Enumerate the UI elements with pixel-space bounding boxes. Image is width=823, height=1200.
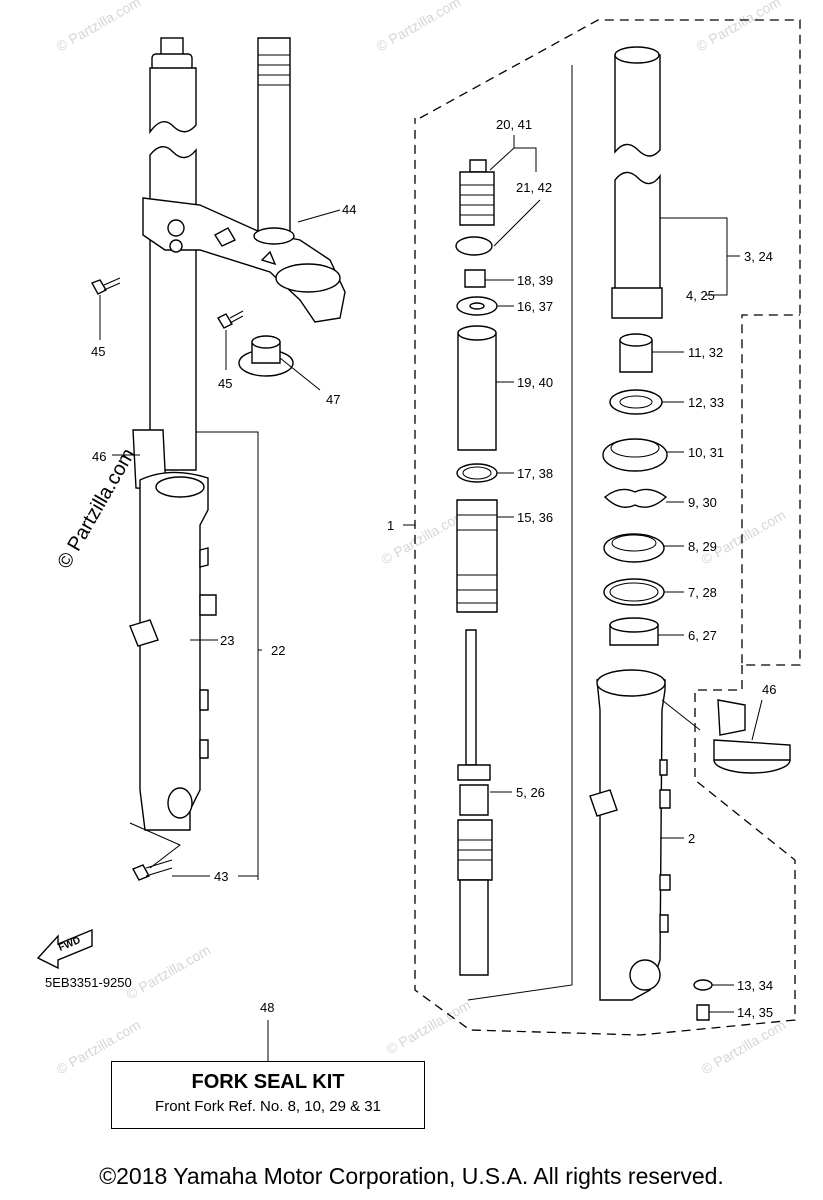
watermark: © Partzilla.com xyxy=(694,0,784,55)
watermark: © Partzilla.com xyxy=(699,1017,789,1078)
callout-43: 43 xyxy=(214,869,228,884)
copyright-notice: ©2018 Yamaha Motor Corporation, U.S.A. A… xyxy=(99,1163,724,1189)
right-leader-lines xyxy=(267,135,763,1061)
callout-8-29: 8, 29 xyxy=(688,539,717,554)
watermark: © Partzilla.com xyxy=(384,997,474,1058)
callout-2: 2 xyxy=(688,831,695,846)
left-fork-assembly xyxy=(36,37,346,970)
fwd-arrow-icon xyxy=(36,928,93,970)
callout-18-39: 18, 39 xyxy=(517,273,553,288)
callout-20-41: 20, 41 xyxy=(496,117,532,132)
callout-9-30: 9, 30 xyxy=(688,495,717,510)
figure-code: 5EB3351-9250 xyxy=(45,975,132,990)
callout-16-37: 16, 37 xyxy=(517,299,553,314)
callout-4-25: 4, 25 xyxy=(686,288,715,303)
damper-parts xyxy=(455,159,498,976)
watermark: © Partzilla.com xyxy=(54,0,144,55)
callout-46-left: 46 xyxy=(92,449,106,464)
callout-13-34: 13, 34 xyxy=(737,978,773,993)
callout-6-27: 6, 27 xyxy=(688,628,717,643)
callout-11-32: 11, 32 xyxy=(688,345,723,360)
watermark: © Partzilla.com xyxy=(124,942,214,1003)
callout-17-38: 17, 38 xyxy=(517,466,553,481)
callout-1: 1 xyxy=(387,518,394,533)
watermark: © Partzilla.com xyxy=(379,507,469,568)
callout-19-40: 19, 40 xyxy=(517,375,553,390)
callout-10-31: 10, 31 xyxy=(688,445,724,460)
callout-46-right: 46 xyxy=(762,682,776,697)
callout-7-28: 7, 28 xyxy=(688,585,717,600)
callout-3-24: 3, 24 xyxy=(744,249,773,264)
dashed-group-outline xyxy=(414,19,801,1036)
callout-12-33: 12, 33 xyxy=(688,395,724,410)
callout-45-b: 45 xyxy=(218,376,232,391)
callout-47: 47 xyxy=(326,392,340,407)
callout-labels: 20, 41 21, 42 18, 39 16, 37 19, 40 17, 3… xyxy=(57,117,776,1020)
watermark: © Partzilla.com xyxy=(374,0,464,55)
callout-15-36: 15, 36 xyxy=(517,510,553,525)
tube-and-seal-parts xyxy=(589,46,791,1021)
callout-14-35: 14, 35 xyxy=(737,1005,773,1020)
watermark: © Partzilla.com xyxy=(699,507,789,568)
kit-description: Front Fork Ref. No. 8, 10, 29 & 31 xyxy=(155,1098,381,1115)
callout-44: 44 xyxy=(342,202,356,217)
callout-23: 23 xyxy=(220,633,234,648)
callout-21-42: 21, 42 xyxy=(516,180,552,195)
kit-title: FORK SEAL KIT xyxy=(191,1071,345,1093)
fork-seal-kit-box: FORK SEAL KIT Front Fork Ref. No. 8, 10,… xyxy=(111,1061,425,1129)
callout-22: 22 xyxy=(271,643,285,658)
callout-45-a: 45 xyxy=(91,344,105,359)
callout-5-26: 5, 26 xyxy=(516,785,545,800)
callout-48: 48 xyxy=(260,1000,274,1015)
